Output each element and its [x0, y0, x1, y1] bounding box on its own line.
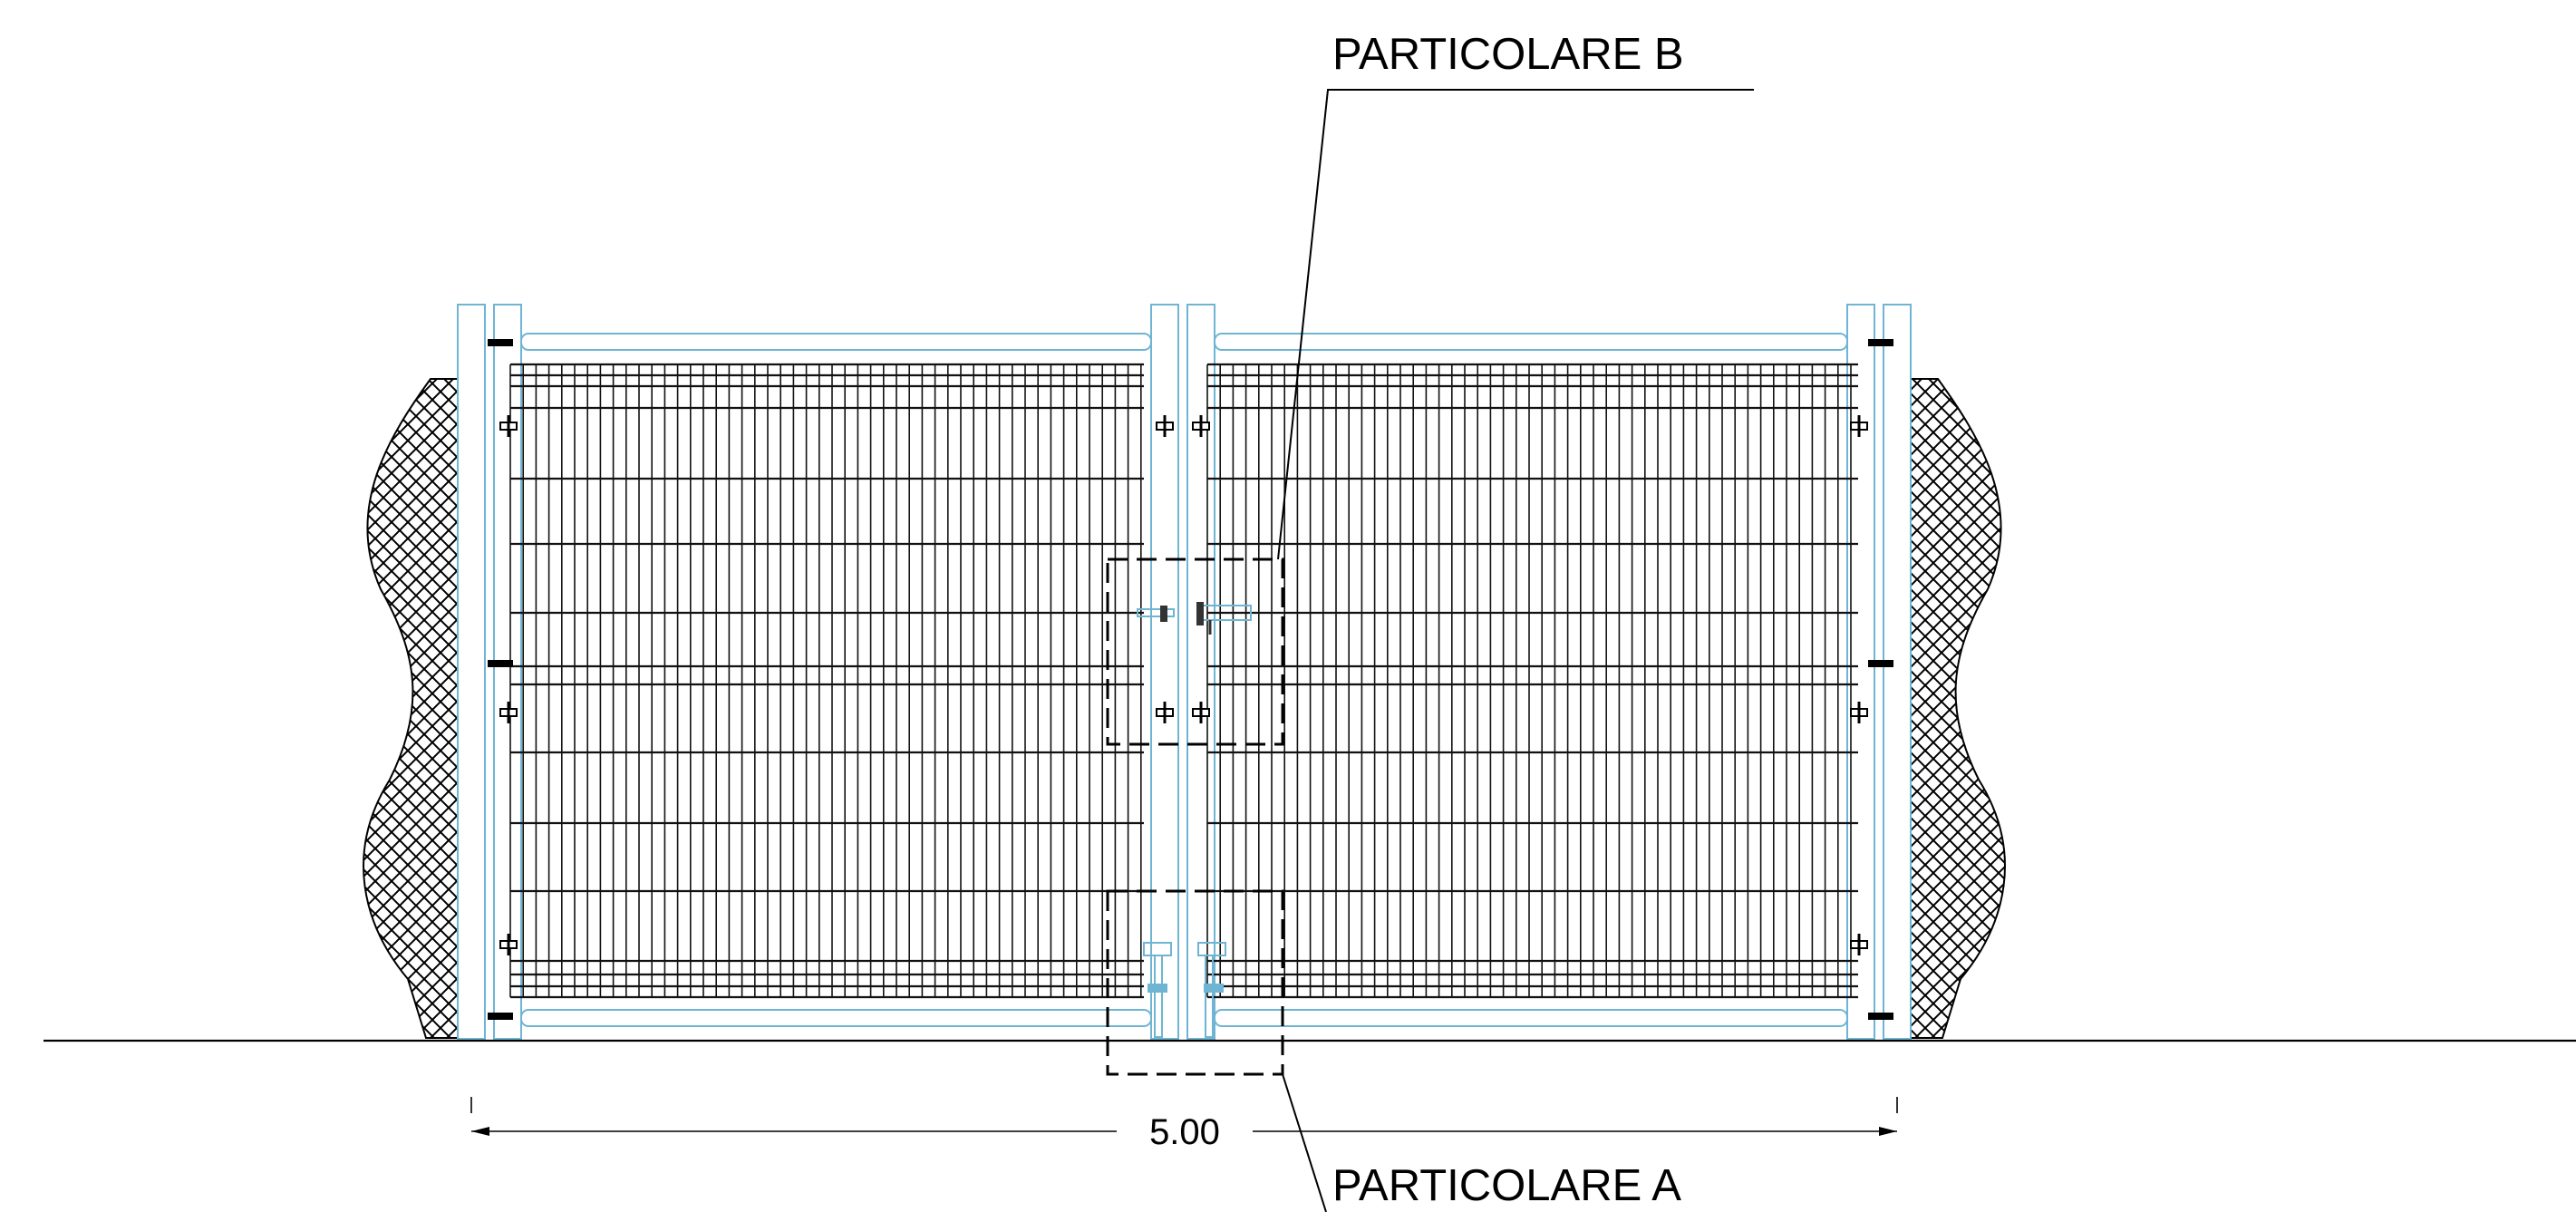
mesh-clamp — [499, 702, 518, 723]
right-hatched-wall — [1910, 378, 2006, 1039]
right-leaf-frame — [1214, 333, 1848, 1027]
detail-b-box — [1106, 558, 1284, 746]
mesh-clamp — [1192, 415, 1210, 437]
detail-b-label: PARTICOLARE B — [1332, 30, 1684, 79]
hinge-fittings — [488, 339, 1893, 1020]
left-wire-mesh-panel — [509, 363, 1144, 999]
hinge-bracket — [1868, 1013, 1893, 1020]
latch-bolt — [1137, 602, 1252, 635]
center-posts — [1150, 304, 1215, 1040]
drop-bolt — [1143, 942, 1226, 1038]
detail-a-leader — [1282, 1073, 1327, 1212]
mesh-clamp — [499, 415, 518, 437]
hinge-bracket — [1868, 660, 1893, 667]
width-dimension-value: 5.00 — [1149, 1112, 1220, 1152]
detail-a-label: PARTICOLARE A — [1332, 1161, 1681, 1210]
hinge-bracket — [488, 339, 513, 346]
hinge-bracket — [1868, 339, 1893, 346]
left-post — [457, 304, 522, 1040]
mesh-clamp — [1850, 702, 1868, 723]
mesh-clamp — [1850, 415, 1868, 437]
left-leaf-frame — [520, 333, 1152, 1027]
hinge-bracket — [488, 1013, 513, 1020]
hinge-bracket — [488, 660, 513, 667]
right-post — [1846, 304, 1912, 1040]
detail-a-box — [1106, 889, 1284, 1076]
left-hatched-wall — [363, 378, 459, 1039]
right-wire-mesh-panel — [1206, 363, 1858, 999]
mesh-clamp — [499, 934, 518, 955]
mesh-clamp — [1850, 934, 1868, 955]
detail-b-leader — [1277, 89, 1754, 560]
mesh-clamp — [1156, 702, 1174, 723]
mesh-clamp — [1156, 415, 1174, 437]
width-dimension — [470, 1097, 1898, 1136]
mesh-clamp — [1192, 702, 1210, 723]
